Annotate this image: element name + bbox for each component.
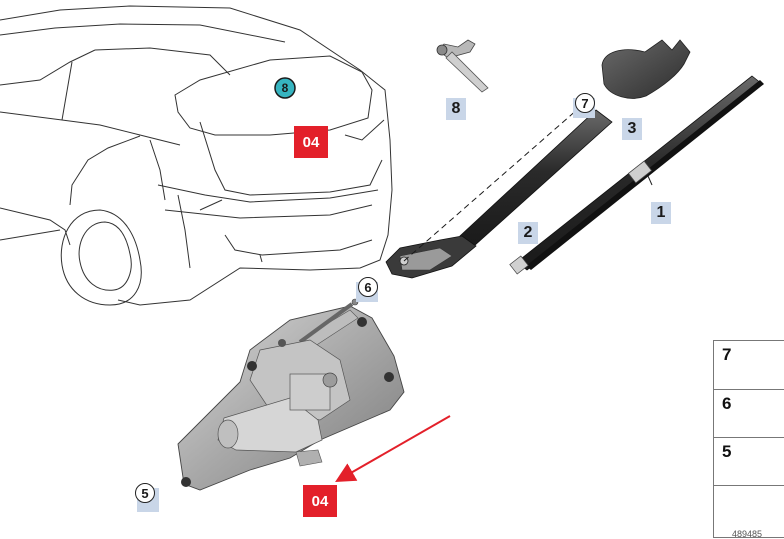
- legend-row-5: 5: [714, 438, 784, 486]
- red-pointer-arrow: [335, 415, 451, 482]
- nozzle-callout-on-car: [274, 77, 296, 99]
- label-8: 8: [446, 98, 466, 120]
- wiper-blade-part: [509, 75, 764, 275]
- car-outline: [0, 5, 393, 306]
- seal-circle-label: 6: [358, 277, 378, 297]
- legend-num-5: 5: [722, 442, 732, 461]
- legend-num-6: 6: [722, 394, 732, 413]
- wiper-arm-part: [385, 101, 613, 279]
- legend-row-6: 6: [714, 390, 784, 438]
- legend-num-7: 7: [722, 345, 732, 364]
- screw-circle-label: 5: [135, 483, 155, 503]
- washer-nozzle-part: [436, 39, 489, 93]
- nozzle-circle-label: 8: [281, 81, 289, 95]
- label-3: 3: [622, 118, 642, 140]
- arm-cover-cap-part: [601, 39, 691, 99]
- label-1: 1: [651, 202, 671, 224]
- legend-row-7: 7: [714, 341, 784, 390]
- label-2: 2: [518, 222, 538, 244]
- hardware-legend: 7 6 5: [713, 340, 784, 538]
- nut-circle-label: 7: [575, 93, 595, 113]
- car-ref-tag: 04: [294, 126, 328, 158]
- wiper-motor-part: [177, 298, 405, 491]
- motor-ref-tag: 04: [303, 485, 337, 517]
- diagram-id: 489485: [732, 529, 763, 539]
